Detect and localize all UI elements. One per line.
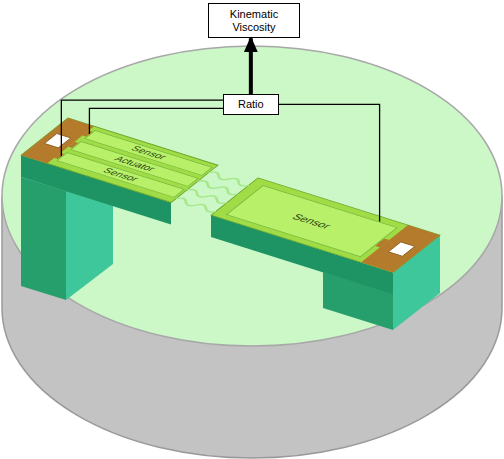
node-label: Sensor xyxy=(290,212,333,230)
signal-wire xyxy=(89,108,223,134)
bond-pad xyxy=(388,242,414,256)
left-support-front xyxy=(21,177,66,300)
bond-pad xyxy=(44,134,70,148)
ratio-box: Ratio xyxy=(223,94,279,115)
break-wave xyxy=(174,197,219,213)
beam-top-face xyxy=(211,178,440,273)
node-label: Ratio xyxy=(238,98,264,111)
node-label: Kinematic Viscosity xyxy=(217,8,291,33)
break-wave xyxy=(195,180,240,196)
break-wave xyxy=(206,171,251,187)
output-box: Kinematic Viscosity xyxy=(208,3,300,38)
sensor-strip: Sensor xyxy=(226,185,398,257)
output-arrow xyxy=(249,38,253,94)
break-wave xyxy=(184,188,229,204)
beam-top xyxy=(21,118,440,272)
